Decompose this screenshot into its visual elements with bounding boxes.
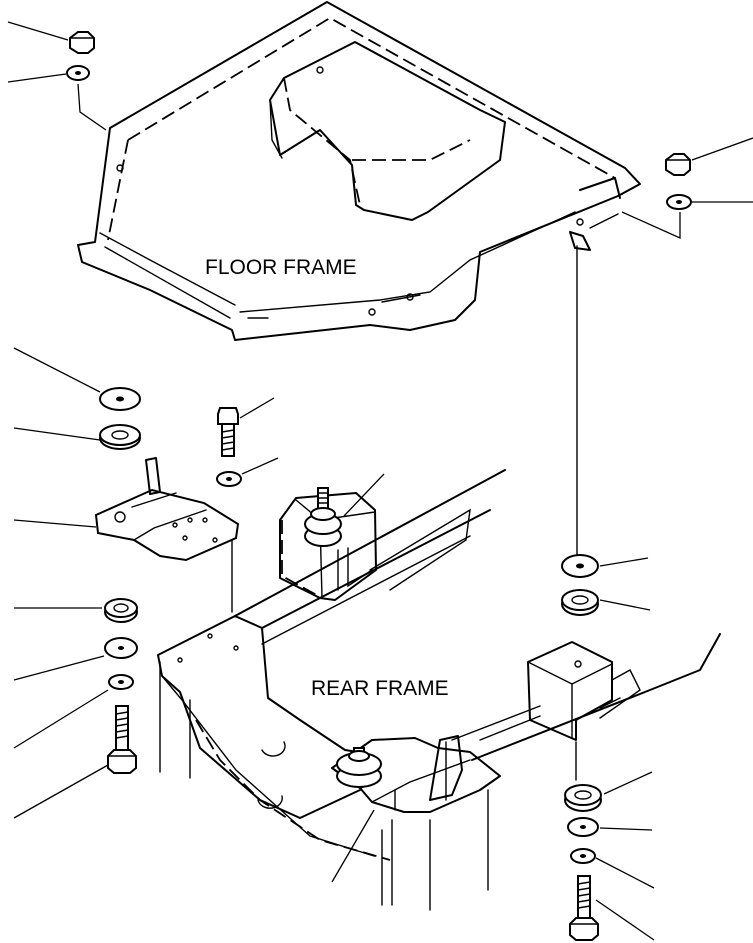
leader-line xyxy=(13,519,97,528)
rubber-cushion-right-1 xyxy=(561,589,599,616)
washer-top-right xyxy=(666,194,692,210)
rubber-mount-center xyxy=(304,487,342,547)
floor-frame xyxy=(77,1,641,341)
floor-frame-label: FLOOR FRAME xyxy=(205,256,357,279)
leader-line xyxy=(13,427,101,441)
rubber-cushion-2 xyxy=(104,598,138,623)
washer-large-2 xyxy=(104,637,138,659)
washer-large-1 xyxy=(99,387,141,411)
bolt-right xyxy=(569,875,599,941)
bolt-left xyxy=(107,705,137,774)
bolt-center xyxy=(217,407,239,457)
rear-frame xyxy=(157,469,721,911)
leader-line xyxy=(7,73,67,83)
rear-frame-label: REAR FRAME xyxy=(311,677,449,700)
leader-line xyxy=(13,655,105,681)
leader-line xyxy=(621,211,681,240)
bracket-plate-left xyxy=(94,457,240,562)
leader-line xyxy=(77,83,107,131)
leader-line xyxy=(599,599,651,611)
rubber-cushion-1 xyxy=(99,424,141,450)
rubber-cushion-right-2 xyxy=(564,784,602,812)
washer-small-2 xyxy=(108,674,134,690)
leader-line xyxy=(599,557,649,567)
washer-small-center xyxy=(216,471,242,487)
leader-line xyxy=(595,857,655,889)
washer-large-right-2 xyxy=(567,817,599,837)
leader-line xyxy=(13,764,109,819)
leader-line xyxy=(691,137,753,161)
leader-line xyxy=(13,347,101,393)
leader-line xyxy=(603,771,653,795)
leader-line xyxy=(241,457,279,475)
leader-line xyxy=(13,689,109,749)
leader-line xyxy=(599,827,653,831)
leader-line xyxy=(331,809,375,883)
washer-small-right xyxy=(570,848,596,864)
washer-top-left xyxy=(66,65,90,81)
leader-line xyxy=(343,473,385,517)
washer-large-right-1 xyxy=(561,554,599,578)
nut-top-left xyxy=(69,31,95,54)
leader-line xyxy=(7,21,69,41)
leader-line xyxy=(239,397,275,419)
nut-top-right xyxy=(665,153,691,176)
leader-line xyxy=(595,899,655,941)
rubber-mount-rear xyxy=(336,747,382,788)
